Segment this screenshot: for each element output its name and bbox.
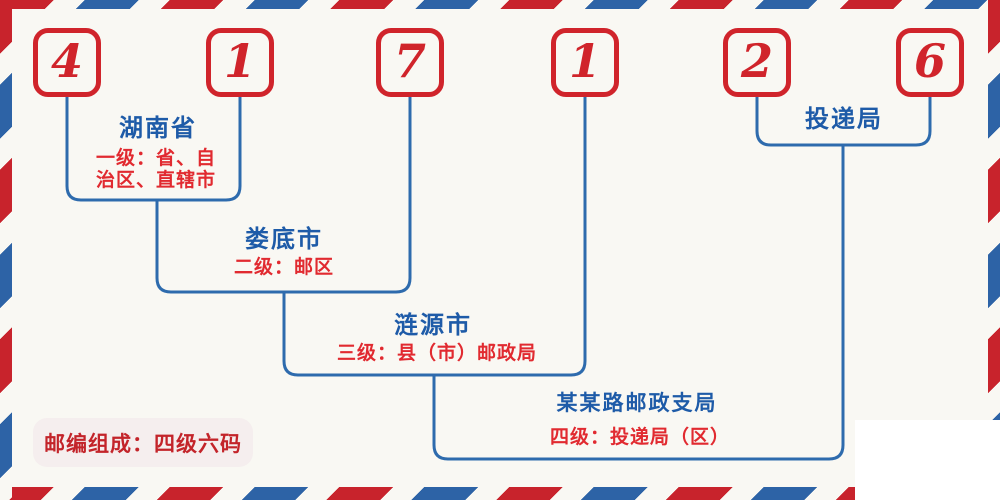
delivery-office-label: 投递局 (805, 106, 883, 133)
level1-place-name: 湖南省 (119, 115, 197, 142)
bottom-right-white-patch (855, 420, 1000, 500)
digit-4: 1 (568, 33, 601, 88)
level3-description: 三级：县（市）邮政局 (336, 343, 538, 364)
level2-place-name: 娄底市 (245, 226, 323, 253)
digit-3: 7 (393, 33, 426, 88)
footer-badge: 邮编组成：四级六码 (33, 418, 253, 467)
level4-bracket (432, 145, 845, 461)
digit-box-1: 4 (33, 28, 101, 97)
level1-description-line1: 一级：省、自 (95, 148, 217, 169)
level4-place-name: 某某路邮政支局 (556, 392, 718, 415)
digit-6: 6 (913, 33, 946, 88)
border-stripes-top (0, 0, 1000, 9)
border-stripes-right (988, 0, 1000, 500)
border-stripes-left (0, 0, 12, 500)
digit-box-2: 1 (206, 28, 274, 97)
border-stripes-bottom (0, 487, 1000, 500)
digit-box-3: 7 (376, 28, 444, 97)
delivery-office-bracket (755, 97, 932, 147)
level1-bracket (65, 97, 242, 202)
level2-description: 二级：邮区 (233, 257, 335, 278)
digit-box-6: 6 (896, 28, 964, 97)
level4-description: 四级：投递局（区） (549, 427, 731, 448)
digit-2: 1 (223, 33, 256, 88)
digit-5: 2 (740, 33, 773, 88)
digit-1: 4 (50, 33, 83, 88)
footer-badge-text: 邮编组成：四级六码 (44, 432, 242, 456)
digit-box-5: 2 (723, 28, 791, 97)
digit-box-4: 1 (551, 28, 619, 97)
level3-place-name: 涟源市 (394, 312, 472, 339)
level1-description-line2: 治区、直辖市 (95, 170, 217, 191)
